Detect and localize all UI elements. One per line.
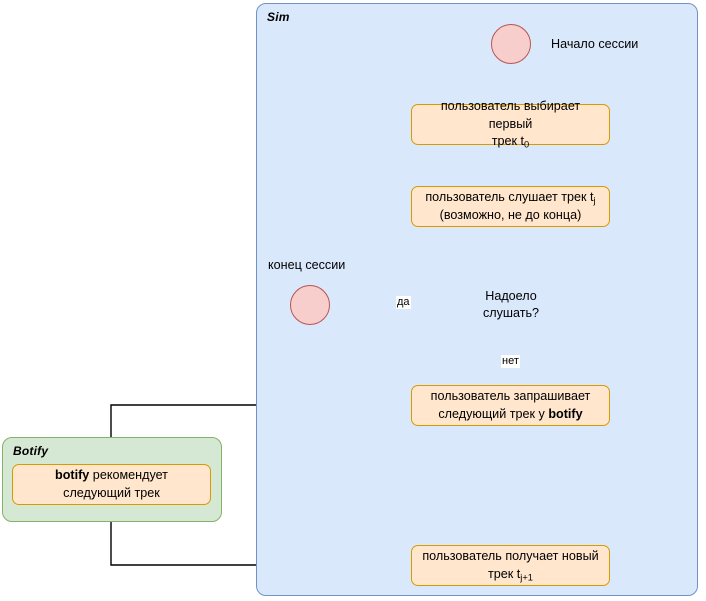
node-decision-line1: Надоело: [485, 289, 537, 303]
end-event-circle[interactable]: [290, 285, 330, 325]
node-receive-new-track-subscript: j+1: [520, 572, 533, 583]
node-request-next-bold: botify: [548, 406, 583, 421]
edge-label-yes: да: [396, 296, 411, 309]
edge-label-no: нет: [501, 355, 520, 368]
swimlane-botify-title: Botify: [13, 444, 49, 458]
node-first-track-line2: трек t0: [491, 134, 530, 150]
swimlane-sim[interactable]: Sim: [256, 3, 698, 596]
start-event-label: Начало сессии: [551, 37, 639, 51]
node-first-track-line1: пользователь выбирает первый: [440, 99, 581, 131]
node-decision-line2: слушать?: [482, 306, 540, 321]
node-request-next-track[interactable]: пользователь запрашивает следующий трек …: [411, 385, 610, 426]
end-event-label: конец сессии: [268, 258, 346, 272]
node-receive-new-track-line2: трек tj+1: [488, 566, 533, 583]
node-decision-label: Надоело слушать?: [461, 288, 561, 323]
node-listen-track[interactable]: пользователь слушает трек tj (возможно, …: [411, 186, 610, 227]
node-botify-recommends-line1: botify рекомендует: [55, 468, 168, 483]
node-request-next-line2: следующий трек у botify: [438, 406, 583, 421]
node-listen-track-subscript: j: [593, 195, 596, 206]
node-first-track[interactable]: пользователь выбирает первый трек t0: [411, 99, 610, 150]
swimlane-sim-title: Sim: [267, 10, 290, 24]
node-listen-track-line1: пользователь слушает трек tj: [425, 190, 596, 206]
node-request-next-line1: пользователь запрашивает: [430, 389, 591, 404]
node-botify-recommends[interactable]: botify рекомендует следующий трек: [12, 464, 211, 505]
node-botify-recommends-bold: botify: [55, 468, 90, 483]
node-receive-new-track[interactable]: пользователь получает новый трек tj+1: [411, 545, 610, 586]
node-listen-track-line2: (возможно, не до конца): [439, 207, 582, 222]
start-event-circle[interactable]: [491, 24, 531, 64]
node-receive-new-track-line1: пользователь получает новый: [422, 549, 599, 564]
node-first-track-subscript: 0: [524, 139, 530, 150]
node-botify-recommends-line2: следующий трек: [63, 485, 160, 500]
